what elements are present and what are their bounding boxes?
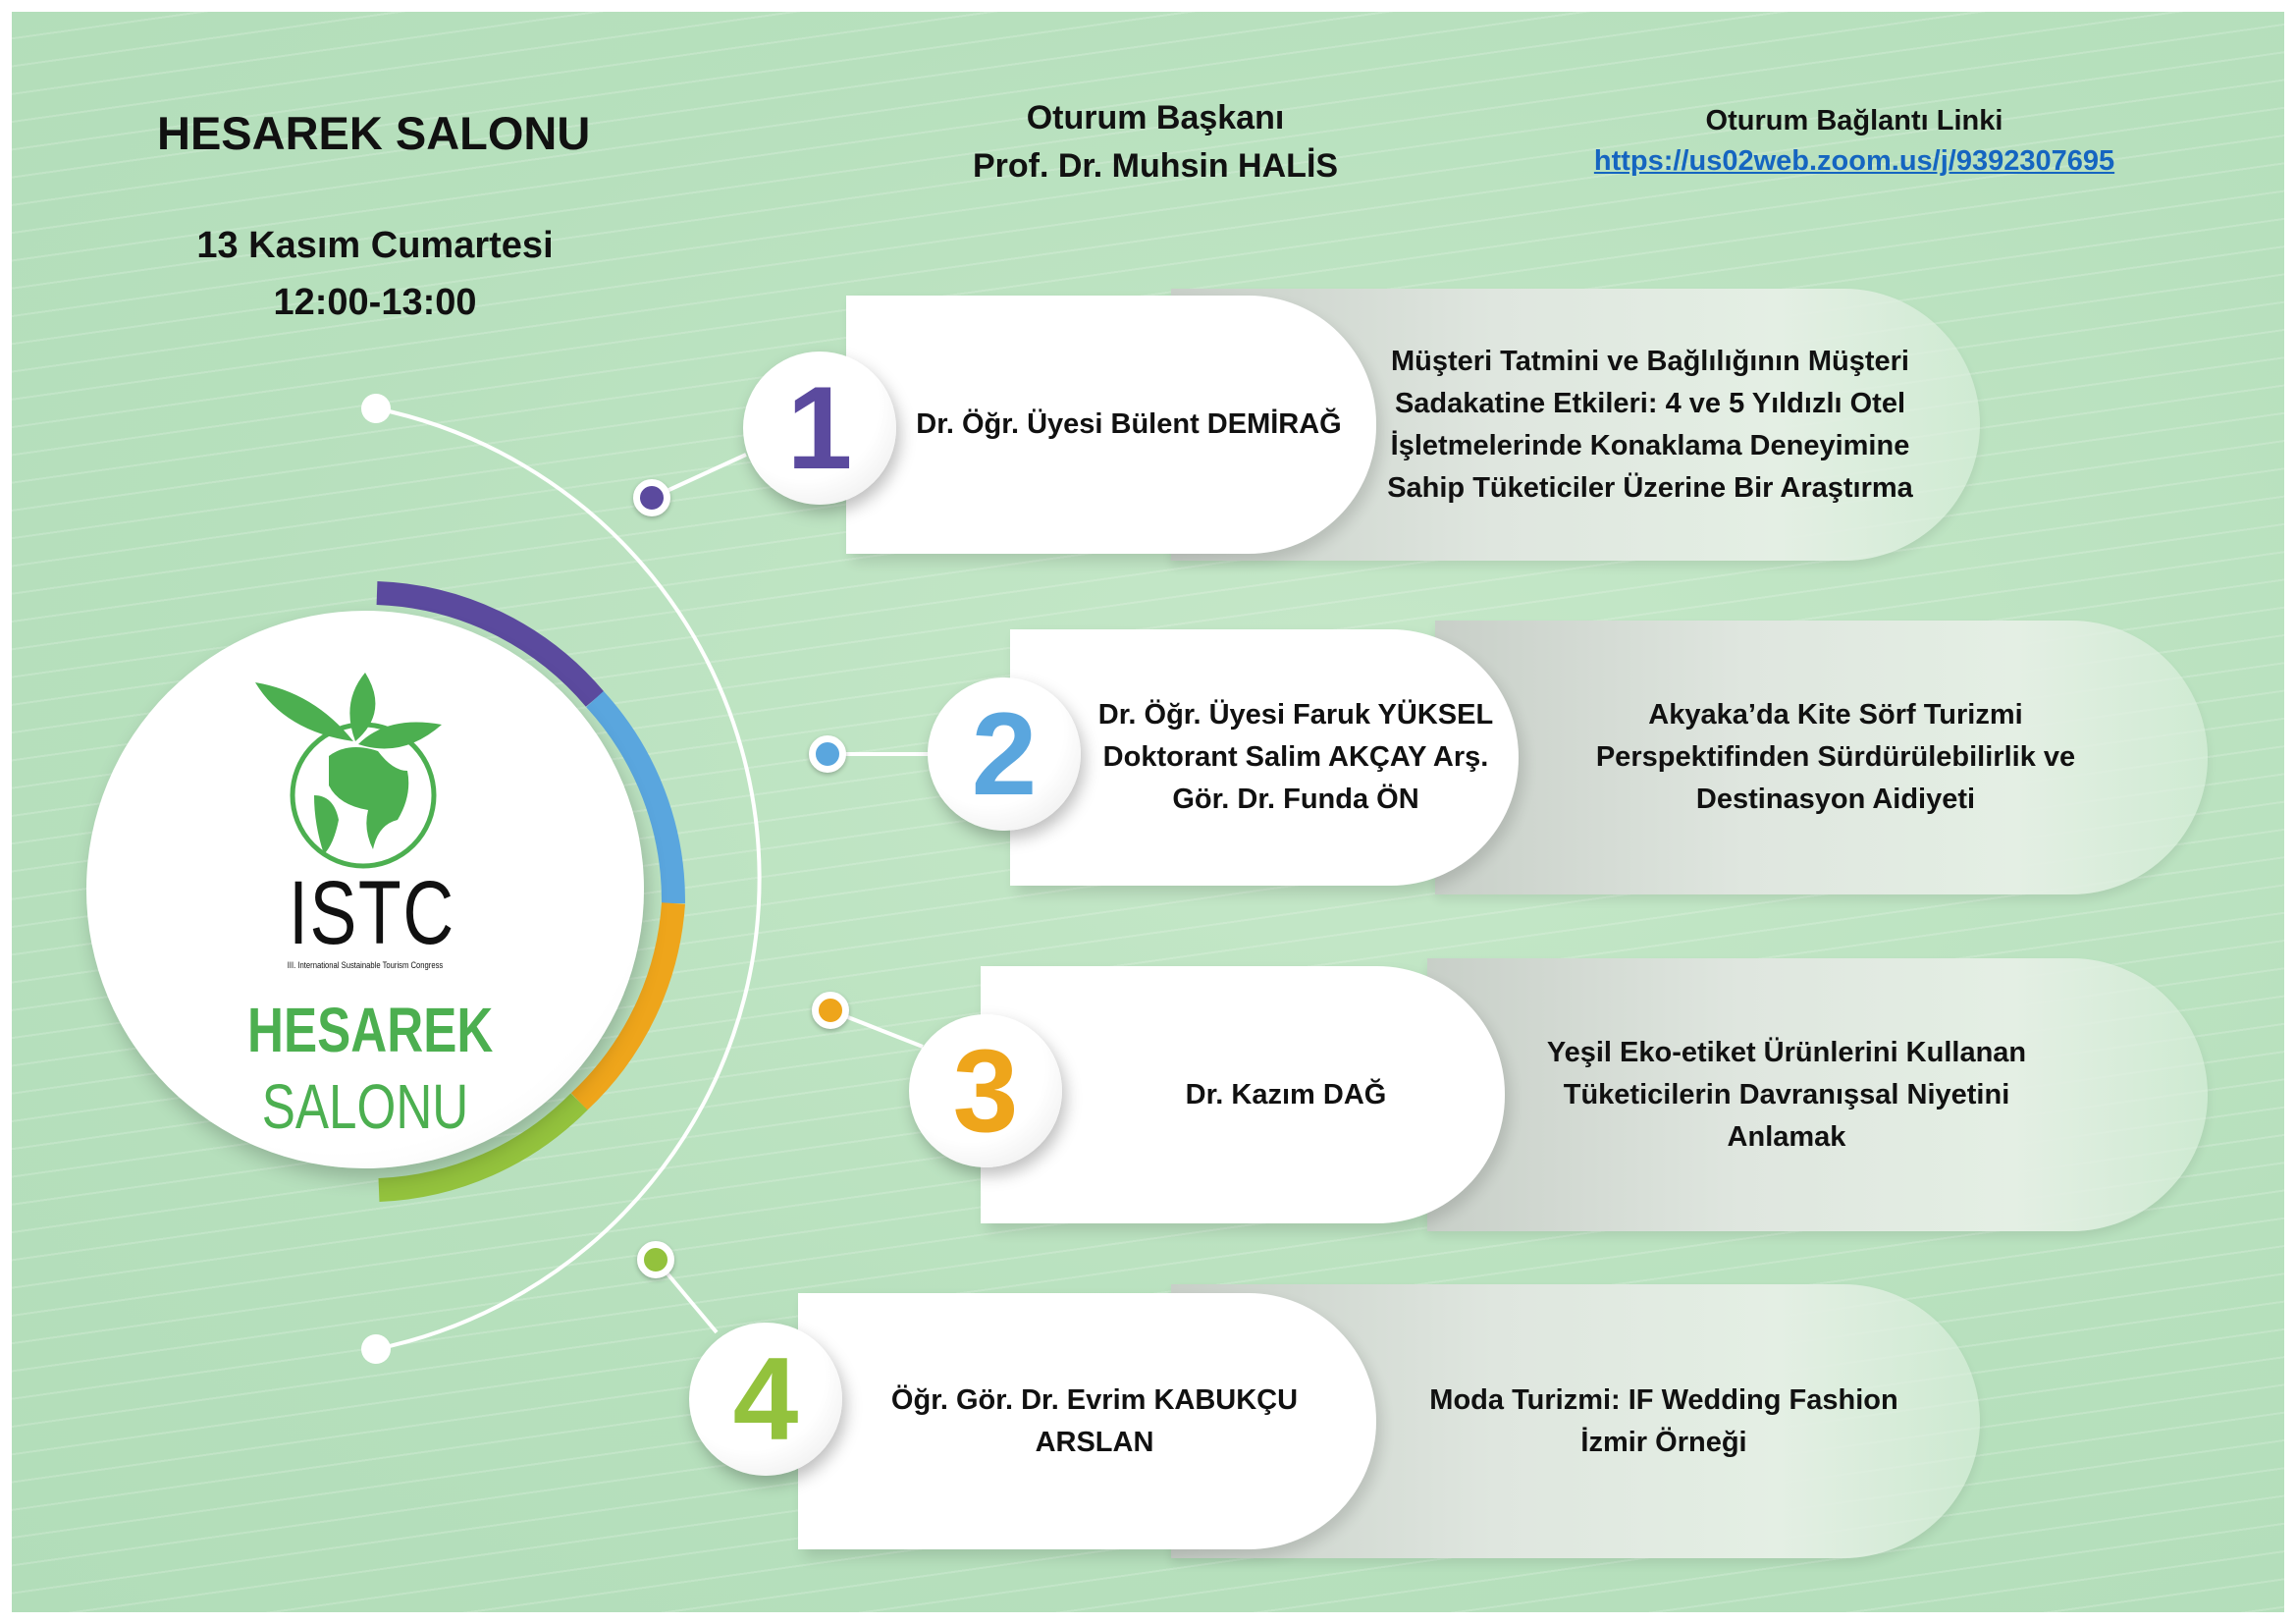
timeline-dot-4 (637, 1241, 674, 1278)
session-time: 12:00-13:00 (273, 282, 477, 323)
session-title-3: Yeşil Eko-etiket Ürünlerini Kullanan Tük… (1546, 1036, 2027, 1153)
timeline-dot-1 (633, 479, 670, 516)
session-title-1: Müşteri Tatmini ve Bağlılığının Müşteri … (1387, 345, 1913, 504)
session-title-4: Moda Turizmi: IF Wedding Fashion İzmir Ö… (1429, 1383, 1898, 1458)
timeline-dot-3 (812, 992, 849, 1029)
logo-hall-line1: HESAREK (247, 995, 494, 1065)
session-date: 13 Kasım Cumartesi (196, 225, 554, 266)
session-number-1: 1 (743, 352, 896, 505)
link-label: Oturum Bağlantı Linki (1705, 105, 2003, 136)
session-presenter-3: Dr. Kazım DAĞ (1185, 1078, 1387, 1110)
chair-name: Prof. Dr. Muhsin HALİS (972, 147, 1339, 185)
logo-subtitle: III. International Sustainable Tourism C… (287, 960, 444, 970)
session-title-2: Akyaka’da Kite Sörf Turizmi Perspektifin… (1595, 699, 2076, 815)
session-number-3: 3 (909, 1014, 1062, 1167)
zoom-link[interactable]: https://us02web.zoom.us/j/9392307695 (1593, 145, 2115, 177)
hall-title: HESAREK SALONU (157, 107, 591, 159)
session-presenter-4: Öğr. Gör. Dr. Evrim KABUKÇU ARSLAN (890, 1383, 1299, 1458)
timeline-start-dot (361, 394, 391, 423)
session-presenter-1: Dr. Öğr. Üyesi Bülent DEMİRAĞ (916, 408, 1342, 440)
logo-hall-line2: SALONU (261, 1071, 469, 1142)
timeline-end-dot (361, 1334, 391, 1364)
globe-leaf-icon (255, 673, 442, 869)
logo-acronym: ISTC (289, 863, 455, 963)
timeline-dot-2 (809, 735, 846, 773)
session-number-2: 2 (928, 677, 1081, 831)
chair-label: Oturum Başkanı (1026, 99, 1285, 136)
session-presenter-2: Dr. Öğr. Üyesi Faruk YÜKSEL Doktorant Sa… (1097, 699, 1494, 815)
session-number-4: 4 (689, 1323, 842, 1476)
